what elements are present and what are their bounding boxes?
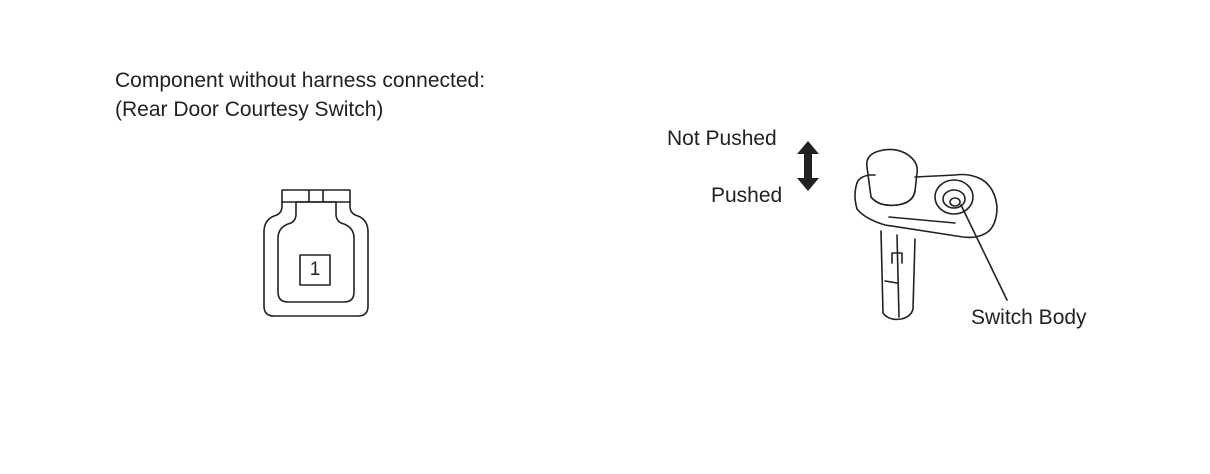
connector-outer-outline	[263, 189, 369, 317]
pin-1-box	[299, 254, 331, 286]
not-pushed-label: Not Pushed	[667, 127, 777, 150]
switch-terminal-mark	[891, 252, 903, 264]
double-arrow-icon	[797, 141, 819, 191]
switch-stem	[880, 230, 916, 321]
switch-body-leader-line	[960, 204, 1008, 301]
switch-plunger	[865, 148, 919, 207]
connector-face-drawing	[263, 189, 369, 317]
switch-stem-edge	[896, 234, 900, 318]
connector-inner-outline	[277, 201, 355, 303]
switch-stem-notch	[884, 280, 898, 284]
caption-subtitle: (Rear Door Courtesy Switch)	[115, 98, 384, 121]
mounting-hole-core	[949, 197, 961, 207]
courtesy-switch-drawing	[854, 148, 1008, 321]
caption-title: Component without harness connected:	[115, 69, 486, 92]
mounting-hole-inner	[942, 189, 966, 209]
pushed-label: Pushed	[711, 184, 783, 207]
mounting-hole-outer	[934, 179, 974, 215]
switch-base-plate	[854, 173, 998, 239]
switch-plate-groove	[888, 216, 956, 224]
switch-body-label: Switch Body	[971, 306, 1087, 329]
pin-1-number: 1	[309, 259, 321, 280]
switch-base-plate-top-edge	[856, 174, 876, 184]
switch-plunger-base	[870, 190, 916, 207]
